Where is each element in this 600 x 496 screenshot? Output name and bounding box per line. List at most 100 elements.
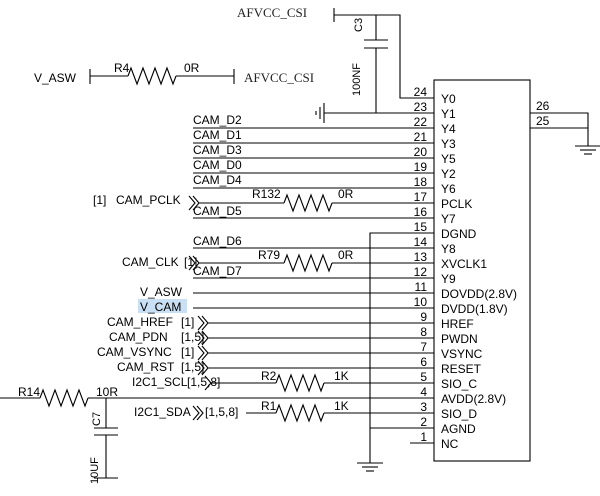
c3-capacitor-symbol [364, 39, 388, 49]
pin-3-label: SIO_D [441, 407, 477, 421]
pin-2-number: 2 [420, 415, 427, 429]
r14-value: 10R [96, 385, 118, 399]
cam-href-port-arrow-2 [201, 315, 209, 331]
r4-value: 0R [184, 61, 200, 75]
pin-20-number: 20 [414, 145, 428, 159]
cam-pclk-ref: [1] [93, 193, 106, 207]
c3-ref: C3 [353, 18, 365, 32]
cam-pdn-ref: [1,5] [181, 330, 204, 344]
pin-24-number: 24 [414, 85, 428, 99]
pin-5-number: 5 [420, 370, 427, 384]
pin-10-label: DVDD(1.8V) [441, 302, 508, 316]
cam-pdn-port-arrow [197, 330, 205, 346]
r14-resistor-symbol [39, 388, 89, 408]
cam-href-port-arrow [197, 315, 205, 331]
afvcc-top-label: AFVCC_CSI [237, 5, 307, 20]
pin-8-label: PWDN [441, 332, 478, 346]
pin-23-label: Y1 [441, 107, 456, 121]
cam-rst-ref: [1,5] [181, 360, 204, 374]
pin-16-label: Y7 [441, 212, 456, 226]
r132-ref: R132 [252, 187, 281, 201]
i2c1-sda-ref: [1,5,8] [205, 405, 238, 419]
r2-resistor-symbol [275, 373, 325, 393]
v-asw-left-label: V_ASW [34, 71, 77, 85]
ground-symbol-bottom [357, 462, 383, 472]
net-cam-d4: CAM_D4 [193, 173, 242, 187]
pin-20-label: Y5 [441, 152, 456, 166]
pin-17-number: 17 [414, 190, 428, 204]
pin-8-number: 8 [420, 325, 427, 339]
i2c1-sda-port-arrow [192, 405, 200, 421]
cam-vsync-ref: [1] [181, 345, 194, 359]
pin-24-label: Y0 [441, 92, 456, 106]
pin-4-number: 4 [420, 385, 427, 399]
pin-6-number: 6 [420, 355, 427, 369]
pin-13-label: XVCLK1 [441, 257, 487, 271]
pin-18-label: Y6 [441, 182, 456, 196]
pin-2-label: AGND [441, 422, 476, 436]
pin-25-wire [530, 127, 589, 146]
pin-23-number: 23 [414, 100, 428, 114]
net-cam-clk: CAM_CLK [122, 255, 179, 269]
cam-clk-port-arrow [188, 255, 196, 271]
cam-vsync-port-arrow-2 [201, 345, 209, 361]
r14-ref: R14 [18, 385, 40, 399]
net-cam-d5: CAM_D5 [193, 204, 242, 218]
pin-5-label: SIO_C [441, 377, 477, 391]
dgnd-wire [369, 232, 434, 463]
pin-15-label: DGND [441, 227, 477, 241]
pin-3-number: 3 [420, 400, 427, 414]
c7-capacitor-symbol [94, 427, 118, 436]
pin-11-number: 11 [415, 280, 428, 294]
pin-25-number: 25 [536, 114, 550, 128]
net-i2c1-scl: I2C1_SCL [132, 375, 188, 389]
pin-18-number: 18 [414, 175, 428, 189]
net-cam-vsync: CAM_VSYNC [97, 345, 172, 359]
net-v-asw: V_ASW [140, 285, 183, 299]
pin-9-label: HREF [441, 317, 474, 331]
net-i2c1-sda: I2C1_SDA [134, 405, 191, 419]
net-cam-rst: CAM_RST [117, 360, 175, 374]
net-cam-href: CAM_HREF [107, 315, 173, 329]
net-cam-d2: CAM_D2 [193, 113, 242, 127]
afvcc-top-to-pin24 [376, 14, 434, 99]
pin-10-number: 10 [414, 295, 428, 309]
c3-value: 100NF [351, 63, 363, 96]
pin-21-label: Y3 [441, 137, 456, 151]
pin-15-number: 15 [414, 220, 428, 234]
r132-value: 0R [338, 187, 354, 201]
pin-4-label: AVDD(2.8V) [441, 392, 506, 406]
pin-22-number: 22 [414, 115, 428, 129]
c7-ref: C7 [91, 412, 103, 426]
cam-pclk-port-arrow [188, 195, 196, 211]
r2-ref: R2 [261, 369, 277, 383]
r132-resistor-symbol [283, 193, 333, 213]
pin-19-number: 19 [414, 160, 428, 174]
net-cam-d3: CAM_D3 [193, 143, 242, 157]
net-cam-d0: CAM_D0 [193, 158, 242, 172]
pin-21-number: 21 [414, 130, 428, 144]
i2c1-scl-ref: [1,5,8] [187, 375, 220, 389]
pin-17-label: PCLK [441, 197, 472, 211]
cam-clk-ref: [1] [184, 255, 197, 269]
pin-7-label: VSYNC [441, 347, 483, 361]
cam-href-ref: [1] [181, 315, 194, 329]
c7-value: 10UF [89, 457, 101, 484]
net-cam-pclk: CAM_PCLK [116, 193, 181, 207]
pin-26-number: 26 [536, 99, 550, 113]
r4-resistor-symbol [127, 66, 177, 86]
net-cam-d7: CAM_D7 [193, 264, 242, 278]
pin-13-number: 13 [414, 250, 428, 264]
pin-22-label: Y4 [441, 122, 456, 136]
r1-resistor-symbol [275, 403, 325, 423]
ground-symbol-left-top [315, 103, 325, 123]
pin-7-number: 7 [420, 340, 427, 354]
pin-26-wire [530, 112, 589, 128]
pin-1-number: 1 [420, 430, 427, 444]
net-v-cam: V_CAM [140, 300, 181, 314]
pin-9-number: 9 [420, 310, 427, 324]
v-cam-highlight [138, 299, 187, 313]
connector-body [433, 79, 531, 462]
